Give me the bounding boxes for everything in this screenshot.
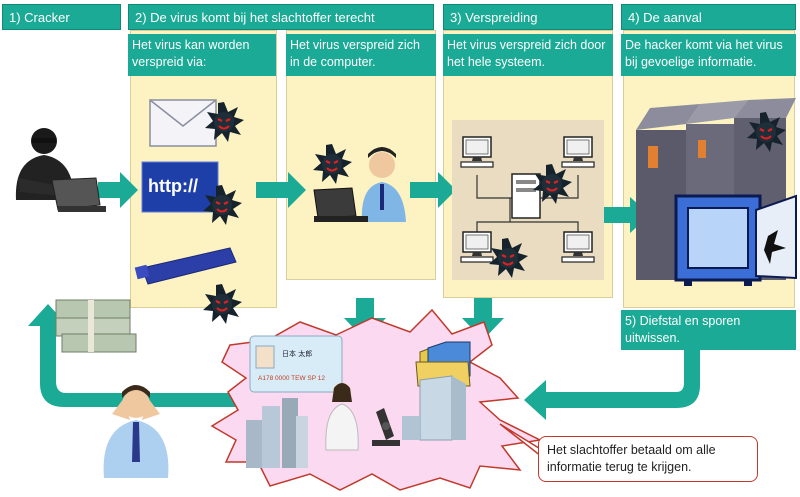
arrow-cracker-to-step2 [98, 172, 138, 208]
office-building-icon [402, 375, 466, 441]
panel-step2-description: Het virus kan worden verspreid via: [128, 34, 276, 76]
header-step3: 3) Verspreiding [443, 4, 613, 30]
computer-user-illustration [311, 142, 406, 222]
arrow-computer-to-network [410, 172, 456, 208]
victim-illustration [103, 385, 169, 478]
city-buildings-icon [246, 398, 308, 468]
panel-step4-description: De hacker komt via het virus bij gevoeli… [621, 34, 796, 76]
arrow-step2-to-computer [256, 172, 306, 208]
url-icon: http:// [141, 161, 244, 227]
panel-step3-description: Het virus verspreid zich door het hele s… [443, 34, 613, 76]
id-card-icon: 日本 太郎 A178 0000 TEW SP 12 [249, 335, 343, 393]
url-icon-text: http:// [148, 176, 198, 196]
id-card-number-text: A178 0000 TEW SP 12 [258, 375, 325, 382]
arrow-down-step2 [344, 298, 386, 340]
id-card-name-text: 日本 太郎 [282, 349, 312, 358]
header-step1: 1) Cracker [2, 4, 121, 30]
broken-safe-icon [674, 194, 797, 286]
header-step5: 5) Diefstal en sporen uitwissen. [621, 310, 796, 350]
arrow-return-right [524, 345, 700, 420]
money-stacks-icon [55, 299, 137, 353]
arrow-down-step3 [462, 298, 504, 340]
header-step2: 2) De virus komt bij het slachtoffer ter… [128, 4, 434, 30]
ransom-callout-text: Het slachtoffer betaald om alle informat… [547, 443, 716, 474]
usb-stick-icon [134, 247, 244, 326]
arrow-return-left [28, 304, 238, 407]
scientist-icon [325, 383, 359, 451]
hacker-illustration [15, 128, 106, 212]
email-icon [149, 99, 246, 147]
server-tower-icon [511, 173, 541, 219]
header-step4: 4) De aanval [621, 4, 796, 30]
microscope-icon [372, 408, 400, 446]
network-diagram [452, 120, 604, 280]
panel-step2b-description: Het virus verspreid zich in de computer. [286, 34, 436, 76]
ransom-callout: Het slachtoffer betaald om alle informat… [538, 436, 758, 482]
